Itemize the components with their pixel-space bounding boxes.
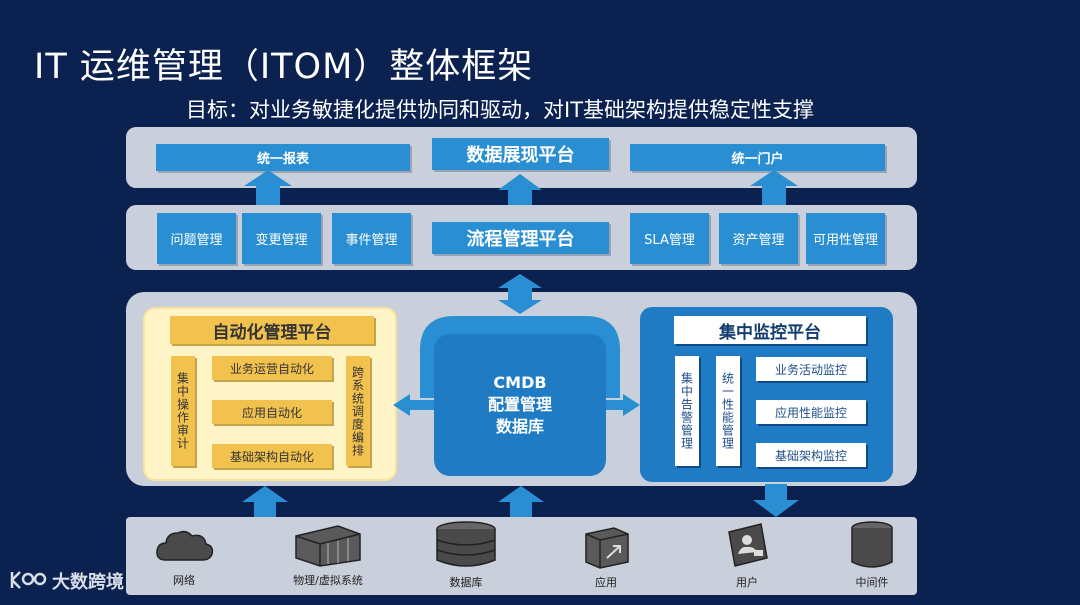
cloud-icon: [156, 530, 214, 561]
arrow-monitor-infra: [753, 484, 799, 517]
centralized-operation-audit: 集中操作审计: [171, 356, 195, 466]
application-box-icon: [585, 527, 629, 569]
process-management-platform: 流程管理平台: [432, 222, 609, 254]
cmdb-database: CMDB 配置管理 数据库: [434, 334, 606, 476]
infra-physical-virtual: 物理/虚拟系统: [276, 520, 380, 588]
user-device-icon: [728, 523, 768, 567]
infra-label: 用户: [736, 576, 758, 589]
cmdb-arch: [420, 316, 620, 398]
cross-system-orchestration: 跨系统调度编排: [346, 356, 370, 466]
business-operation-automation: 业务运营自动化: [212, 356, 332, 380]
infrastructure-automation: 基础架构自动化: [212, 444, 332, 468]
change-management-box: 变更管理: [242, 213, 321, 264]
infrastructure-monitoring: 基础架构监控: [756, 443, 866, 467]
infra-database: 数据库: [428, 520, 504, 590]
data-display-platform: 数据展现平台: [432, 138, 609, 170]
middleware-cylinder-icon: [851, 521, 893, 568]
business-activity-monitoring: 业务活动监控: [756, 357, 866, 381]
arrow-up-display: [498, 174, 542, 205]
infra-network: 网络: [148, 522, 220, 588]
page-title: IT 运维管理（ITOM）整体框架: [34, 47, 534, 87]
watermark-logo-icon: [10, 571, 47, 589]
cmdb-config-label: 配置管理: [487, 395, 552, 414]
application-automation: 应用自动化: [212, 400, 332, 424]
arrow-up-report: [244, 170, 292, 205]
unified-performance-management: 统一性能管理: [716, 356, 740, 466]
infra-label: 应用: [595, 576, 617, 589]
infra-label: 物理/虚拟系统: [293, 574, 363, 587]
cmdb-label: CMDB: [493, 373, 547, 392]
cmdb-db-label: 数据库: [495, 417, 544, 436]
watermark: 大数跨境: [8, 568, 124, 594]
database-icon: [436, 521, 496, 567]
infrastructure-layer: [126, 517, 917, 595]
centralized-alarm-management: 集中告警管理: [675, 356, 699, 466]
unified-portal-box: 统一门户: [630, 144, 885, 171]
arrow-up-infra-2: [498, 486, 544, 517]
infra-application: 应用: [574, 520, 638, 590]
infra-label: 中间件: [855, 576, 889, 589]
arrow-left-automation: [393, 394, 434, 416]
asset-management-box: 资产管理: [719, 213, 798, 264]
arrow-up-portal: [750, 170, 798, 205]
infra-label: 网络: [173, 574, 195, 587]
problem-management-box: 问题管理: [157, 213, 236, 264]
automation-platform-title: 自动化管理平台: [170, 316, 374, 344]
application-performance-monitoring: 应用性能监控: [756, 400, 866, 424]
incident-management-box: 事件管理: [332, 213, 411, 264]
infra-label: 数据库: [449, 576, 483, 589]
watermark-text: 大数跨境: [52, 572, 124, 593]
infra-middleware: 中间件: [840, 520, 904, 590]
infra-user: 用户: [716, 520, 778, 590]
server-rack-icon: [295, 525, 361, 567]
sla-management-box: SLA管理: [630, 213, 709, 264]
arrow-process-core: [498, 274, 542, 314]
arrow-up-infra-1: [242, 486, 288, 517]
availability-management-box: 可用性管理: [806, 213, 885, 264]
unified-report-box: 统一报表: [156, 144, 410, 171]
arrow-right-monitoring: [604, 394, 640, 416]
page-subtitle: 目标：对业务敏捷化提供协同和驱动，对IT基础架构提供稳定性支撑: [186, 98, 815, 122]
monitoring-platform-title: 集中监控平台: [674, 316, 866, 344]
